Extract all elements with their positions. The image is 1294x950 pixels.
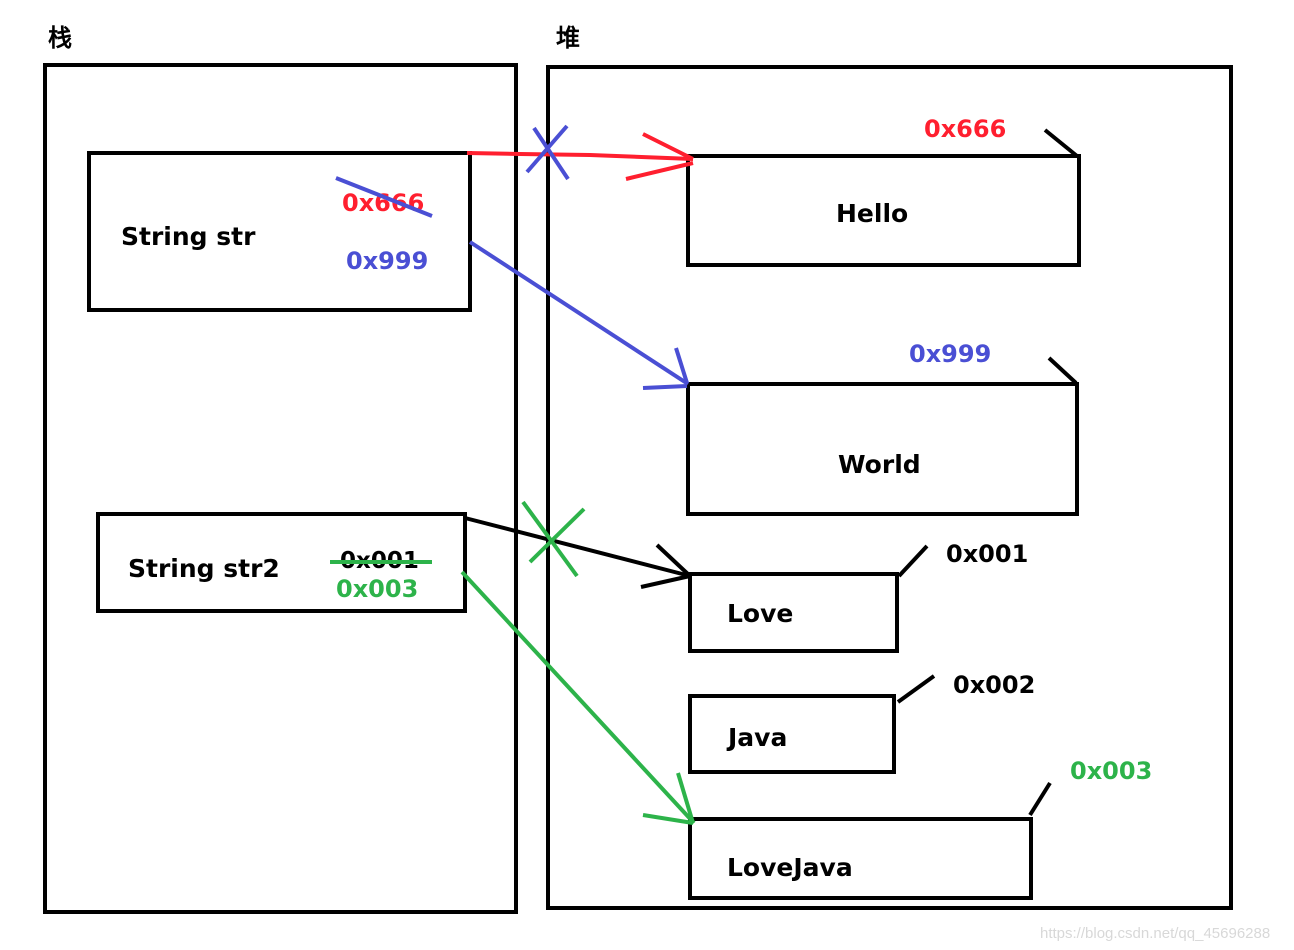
heap-title: 堆	[556, 24, 580, 52]
stack-var-box	[96, 512, 467, 613]
arrow-str2-to-love	[464, 516, 692, 589]
cross-mark-blue	[525, 124, 570, 181]
heap-object-value: Love	[727, 599, 793, 628]
arrow-str-to-world	[468, 240, 690, 390]
stack-var-new-addr: 0x003	[336, 575, 418, 603]
heap-object-box	[688, 694, 896, 774]
arrow-line	[468, 240, 690, 386]
stack-var-name: String str	[121, 222, 256, 251]
heap-region	[546, 65, 1233, 910]
heap-object-addr: 0x002	[953, 671, 1035, 699]
stack-var-box	[87, 151, 472, 312]
arrow-line	[460, 570, 696, 825]
stack-var-str: String str 0x666 0x999	[87, 151, 472, 312]
arrowhead	[640, 574, 691, 589]
heap-object-java: Java 0x002	[688, 671, 1035, 774]
arrowhead	[674, 347, 689, 384]
arrowhead	[676, 772, 695, 824]
arrowhead	[642, 132, 694, 161]
address-leader	[1043, 128, 1079, 158]
heap-object-lovejava: LoveJava 0x003	[688, 757, 1152, 900]
address-leader	[897, 544, 929, 578]
address-leader	[1028, 781, 1052, 817]
arrowhead	[625, 161, 694, 181]
stack-var-new-addr: 0x999	[346, 247, 428, 275]
heap-object-addr: 0x003	[1070, 757, 1152, 785]
heap-object-addr: 0x001	[946, 540, 1028, 568]
heap-object-box	[686, 154, 1081, 267]
cross-mark-green	[521, 500, 586, 578]
heap-object-love: Love 0x001	[688, 540, 1028, 653]
watermark: https://blog.csdn.net/qq_45696288	[1040, 925, 1270, 942]
arrowhead	[642, 384, 688, 390]
arrow-str-to-hello	[466, 132, 694, 181]
stack-var-old-addr: 0x666	[342, 189, 424, 217]
heap-object-value: Hello	[836, 199, 908, 228]
strikethrough-mark	[335, 176, 433, 218]
arrowhead	[642, 813, 694, 825]
heap-object-world: World 0x999	[686, 340, 1079, 516]
heap-object-box	[686, 382, 1079, 516]
arrow-line	[464, 516, 691, 578]
heap-object-box	[688, 817, 1033, 900]
address-leader	[1047, 356, 1078, 385]
heap-object-addr: 0x999	[909, 340, 991, 368]
heap-object-box	[688, 572, 899, 653]
heap-object-value: LoveJava	[727, 853, 853, 882]
stack-var-name: String str2	[128, 554, 280, 583]
stack-var-str2: String str2 0x001 0x003	[96, 512, 467, 613]
heap-object-hello: Hello 0x666	[686, 115, 1081, 267]
arrow-line	[466, 151, 694, 161]
arrow-str2-to-lovejava	[460, 570, 696, 825]
arrowhead	[655, 543, 692, 578]
heap-object-value: World	[838, 450, 921, 479]
stack-title: 栈	[48, 24, 72, 52]
heap-object-value: Java	[726, 723, 787, 752]
stack-region	[43, 63, 518, 914]
address-leader	[896, 674, 936, 704]
heap-object-addr: 0x666	[924, 115, 1006, 143]
